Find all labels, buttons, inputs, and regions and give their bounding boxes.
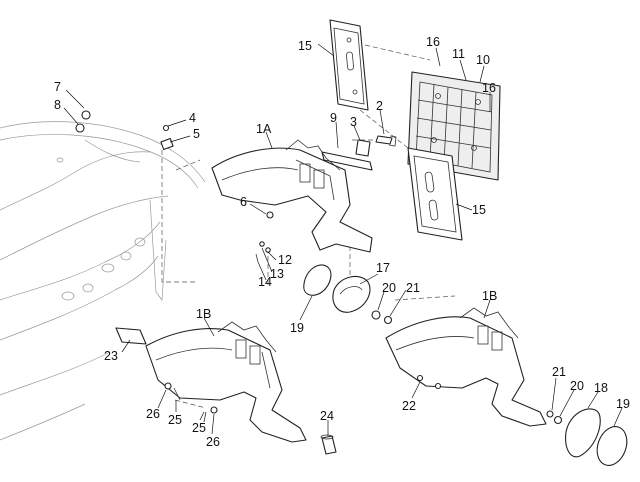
callout-1b-left: 1B (196, 307, 211, 321)
screw-2 (375, 135, 397, 147)
license-plate-cover-top (329, 19, 369, 111)
callout-16-right: 16 (482, 81, 496, 95)
rear-bracket-1b-left (145, 321, 307, 443)
callout-17: 17 (376, 261, 390, 275)
callout-20-mid: 20 (382, 281, 396, 295)
reflector-lens-left (303, 264, 332, 296)
callout-2: 2 (376, 99, 383, 113)
callout-25-left: 25 (168, 413, 182, 427)
screw-4 (162, 124, 170, 132)
screws-25-26-left (164, 382, 181, 401)
callout-18: 18 (594, 381, 608, 395)
callout-21-mid: 21 (406, 281, 420, 295)
callout-16-top: 16 (426, 35, 440, 49)
callout-6: 6 (240, 195, 247, 209)
callout-23: 23 (104, 349, 118, 363)
callout-4: 4 (189, 111, 196, 125)
mounting-bar (321, 151, 373, 171)
callout-11: 11 (452, 47, 465, 61)
grommet-6 (266, 211, 274, 219)
reflector-housing-18 (565, 408, 601, 458)
screws-22 (416, 374, 442, 390)
callout-labels: 15 16 11 10 16 7 8 4 5 1A 9 3 2 6 15 12 … (54, 35, 630, 449)
nut-21 (383, 315, 393, 325)
callout-13: 13 (270, 267, 284, 281)
pad-23 (115, 327, 147, 345)
screws-25-26-mid (203, 406, 218, 423)
callout-19-left: 19 (290, 321, 304, 335)
callout-5: 5 (193, 127, 200, 141)
callout-20-right: 20 (570, 379, 584, 393)
callout-15-top: 15 (298, 39, 312, 53)
clip-5 (160, 137, 174, 151)
callout-22: 22 (402, 399, 416, 413)
license-plate-cover-bottom (407, 147, 463, 241)
rear-bracket-1a (211, 139, 373, 253)
reflector-lens-right (596, 426, 628, 466)
washer-20-right (553, 415, 563, 425)
callout-7: 7 (54, 80, 61, 94)
callout-1a: 1A (256, 122, 272, 136)
callout-15-bottom: 15 (472, 203, 486, 217)
callout-25-mid: 25 (192, 421, 206, 435)
washer-21-right (546, 410, 554, 418)
callout-14: 14 (258, 275, 272, 289)
nut-7-8 (75, 110, 91, 133)
callout-9: 9 (330, 111, 337, 125)
plug-24 (320, 434, 337, 455)
callout-3: 3 (350, 115, 357, 129)
callout-12: 12 (278, 253, 292, 267)
callout-10: 10 (476, 53, 490, 67)
callout-21-right: 21 (552, 365, 566, 379)
callout-26-mid: 26 (206, 435, 220, 449)
callout-24: 24 (320, 409, 334, 423)
assembly-guide-lines (161, 44, 456, 409)
callout-26-left: 26 (146, 407, 160, 421)
leader-lines (63, 43, 623, 436)
screw-12-13-14 (255, 241, 271, 263)
spring-clip (355, 139, 371, 157)
rear-bracket-1b-right (385, 307, 547, 427)
callout-19-right: 19 (616, 397, 630, 411)
callout-8: 8 (54, 98, 61, 112)
callout-1b-right: 1B (482, 289, 497, 303)
scooter-rear-body-outline (0, 121, 206, 441)
reflector-housing (332, 275, 371, 313)
washer-20 (371, 310, 381, 320)
